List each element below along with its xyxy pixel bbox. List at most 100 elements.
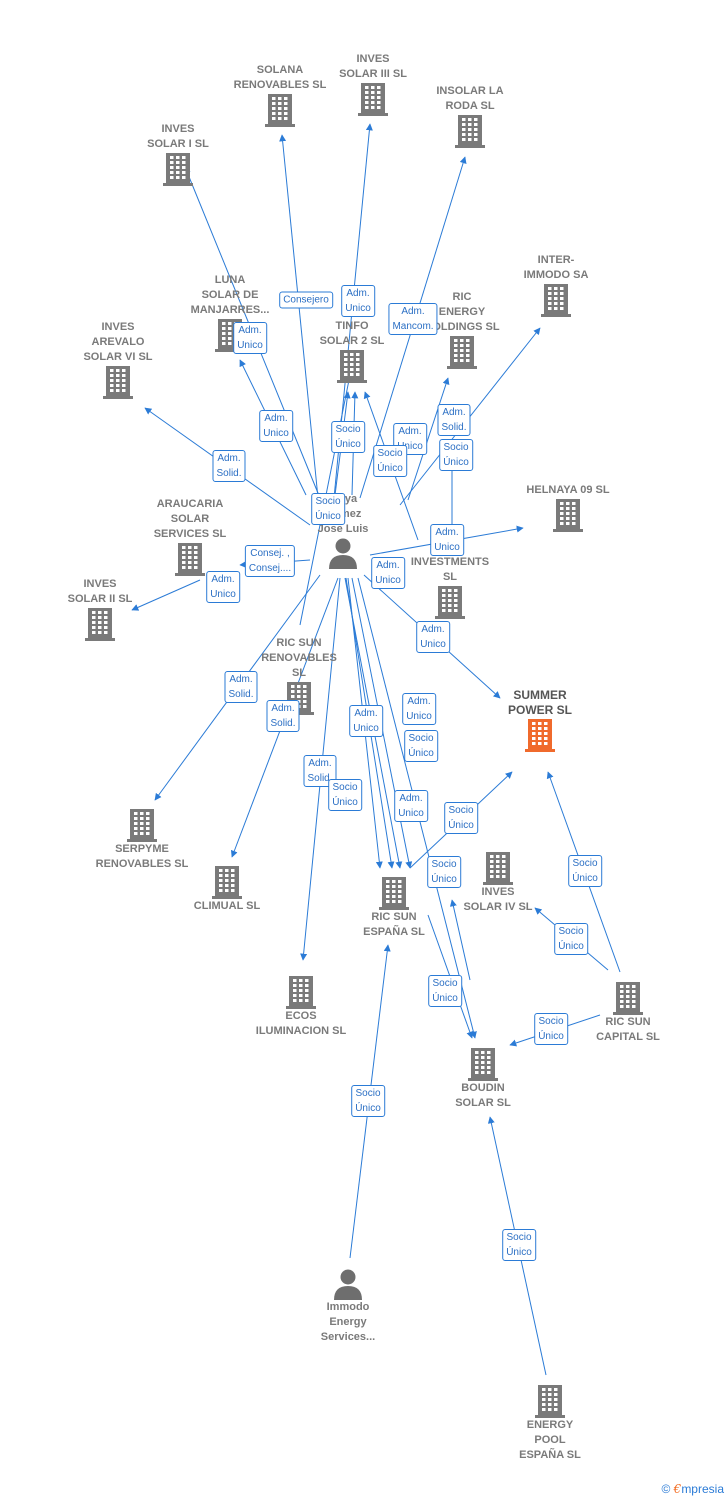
node-araucaria[interactable]: ARAUCARIA SOLAR SERVICES SL <box>125 497 255 576</box>
node-label: TINFO SOLAR 2 SL <box>319 320 385 347</box>
node-ricenergy[interactable]: RIC ENERGY HOLDINGS SL <box>397 290 527 369</box>
edge-label: Adm. Solid. <box>266 700 300 732</box>
node-invesI[interactable]: INVES SOLAR I SL <box>113 122 243 186</box>
node-label: Immodo Energy Services... <box>320 1301 376 1343</box>
node-summer[interactable]: SUMMER POWER SL <box>475 688 605 752</box>
node-energypool[interactable]: ENERGY POOL ESPAÑA SL <box>485 1384 615 1463</box>
building-icon <box>337 350 367 383</box>
edge-label: Socio Único <box>351 1085 385 1117</box>
edge-label: Adm. Unico <box>259 410 293 442</box>
edge-line <box>279 134 319 499</box>
node-label: RIC SUN ESPAÑA SL <box>363 911 425 938</box>
node-immodo[interactable]: Immodo Energy Services... <box>283 1268 413 1345</box>
person-icon <box>334 1269 362 1300</box>
building-icon <box>85 608 115 641</box>
edge-label: Adm. Unico <box>206 571 240 603</box>
node-ricsunren[interactable]: RIC SUN RENOVABLES SL <box>234 636 364 715</box>
node-invesIII[interactable]: INVES SOLAR III SL <box>308 52 438 116</box>
edge-label: Socio Único <box>331 421 365 453</box>
copyright-symbol: © <box>661 1482 671 1496</box>
node-label: INTER- IMMODO SA <box>523 254 589 281</box>
building-icon <box>103 366 133 399</box>
building-icon <box>455 115 485 148</box>
edge-label: Socio Único <box>568 855 602 887</box>
edge-label: Socio Único <box>554 923 588 955</box>
node-inter[interactable]: INTER- IMMODO SA <box>491 253 621 317</box>
node-ricsuncap[interactable]: RIC SUN CAPITAL SL <box>563 981 693 1045</box>
node-luna[interactable]: LUNA SOLAR DE MANJARRES... <box>165 273 295 352</box>
node-label: SERPYME RENOVABLES SL <box>95 843 189 870</box>
brand-name: mpresia <box>681 1482 724 1496</box>
node-label: ARAUCARIA SOLAR SERVICES SL <box>153 498 227 540</box>
node-label: ENERGY POOL ESPAÑA SL <box>519 1419 581 1461</box>
building-icon <box>127 809 157 842</box>
node-label: INSOLAR LA RODA SL <box>436 85 504 112</box>
node-label: SOLANA RENOVABLES SL <box>233 64 327 91</box>
node-climual[interactable]: CLIMUAL SL <box>162 865 292 914</box>
footer-brand: © €mpresia <box>661 1482 724 1496</box>
node-invesII[interactable]: INVES SOLAR II SL <box>35 577 165 641</box>
node-label: INVES SOLAR II SL <box>67 578 133 605</box>
building-icon <box>358 83 388 116</box>
edge-label: Adm. Unico <box>394 790 428 822</box>
node-solana[interactable]: SOLANA RENOVABLES SL <box>215 63 345 127</box>
building-icon <box>435 586 465 619</box>
edge-label: Adm. Mancom. <box>388 303 438 335</box>
node-label: BOUDIN SOLAR SL <box>455 1082 511 1109</box>
node-arevalo[interactable]: INVES AREVALO SOLAR VI SL <box>53 320 183 399</box>
building-icon <box>525 719 555 752</box>
edge-label: Socio Único <box>373 445 407 477</box>
node-label: INVES SOLAR IV SL <box>463 886 533 913</box>
node-label: INVES SOLAR III SL <box>339 53 407 80</box>
node-label: SUMMER POWER SL <box>507 688 572 717</box>
node-label: RIC SUN RENOVABLES SL <box>261 637 337 679</box>
edge-label: Socio Único <box>427 856 461 888</box>
edge-line <box>131 579 201 611</box>
edge-label: Socio Único <box>328 779 362 811</box>
building-icon <box>535 1385 565 1418</box>
edge-label: Socio Único <box>444 802 478 834</box>
building-icon <box>613 982 643 1015</box>
edge-label: Socio Único <box>311 493 345 525</box>
edge-label: Adm. Unico <box>233 322 267 354</box>
node-label: HELNAYA 09 SL <box>526 484 610 496</box>
building-icon <box>379 877 409 910</box>
building-icon <box>163 153 193 186</box>
edge-label: Socio Único <box>502 1229 536 1261</box>
edge-label: Adm. Unico <box>402 693 436 725</box>
node-insolar[interactable]: INSOLAR LA RODA SL <box>405 84 535 148</box>
building-icon <box>541 284 571 317</box>
edge-label: Adm. Solid. <box>437 404 471 436</box>
edge-label: Adm. Unico <box>341 285 375 317</box>
edge-line <box>407 377 450 501</box>
edge-label: Adm. Unico <box>349 705 383 737</box>
edge-line <box>449 899 471 981</box>
person-icon <box>329 538 357 569</box>
edge-label: Adm. Solid. <box>224 671 258 703</box>
building-icon <box>212 866 242 899</box>
brand-initial: € <box>673 1482 682 1496</box>
edge-label: Adm. Solid. <box>212 450 246 482</box>
node-label: RIC ENERGY HOLDINGS SL <box>424 291 500 333</box>
node-ricsunesp[interactable]: RIC SUN ESPAÑA SL <box>329 876 459 940</box>
building-icon <box>553 499 583 532</box>
edge-label: Socio Único <box>404 730 438 762</box>
edge-label: Adm. Unico <box>430 524 464 556</box>
edge-label: Adm. Unico <box>371 557 405 589</box>
node-helnaya[interactable]: HELNAYA 09 SL <box>503 483 633 532</box>
edge-label: Socio Único <box>439 439 473 471</box>
node-label: INVES AREVALO SOLAR VI SL <box>83 321 153 363</box>
building-icon <box>447 336 477 369</box>
node-serpyme[interactable]: SERPYME RENOVABLES SL <box>77 808 207 872</box>
node-tinfo[interactable]: TINFO SOLAR 2 SL <box>287 319 417 383</box>
building-icon <box>175 543 205 576</box>
node-boudin[interactable]: BOUDIN SOLAR SL <box>418 1047 548 1111</box>
node-invesIV[interactable]: INVES SOLAR IV SL <box>433 851 563 915</box>
edge-label: Consejero <box>279 291 333 309</box>
building-icon <box>265 94 295 127</box>
node-label: LUNA SOLAR DE MANJARRES... <box>190 274 270 316</box>
edge-label: Consej. , Consej.... <box>244 545 296 577</box>
building-icon <box>468 1048 498 1081</box>
edge-label: Socio Único <box>534 1013 568 1045</box>
node-ecos[interactable]: ECOS ILUMINACION SL <box>236 975 366 1039</box>
